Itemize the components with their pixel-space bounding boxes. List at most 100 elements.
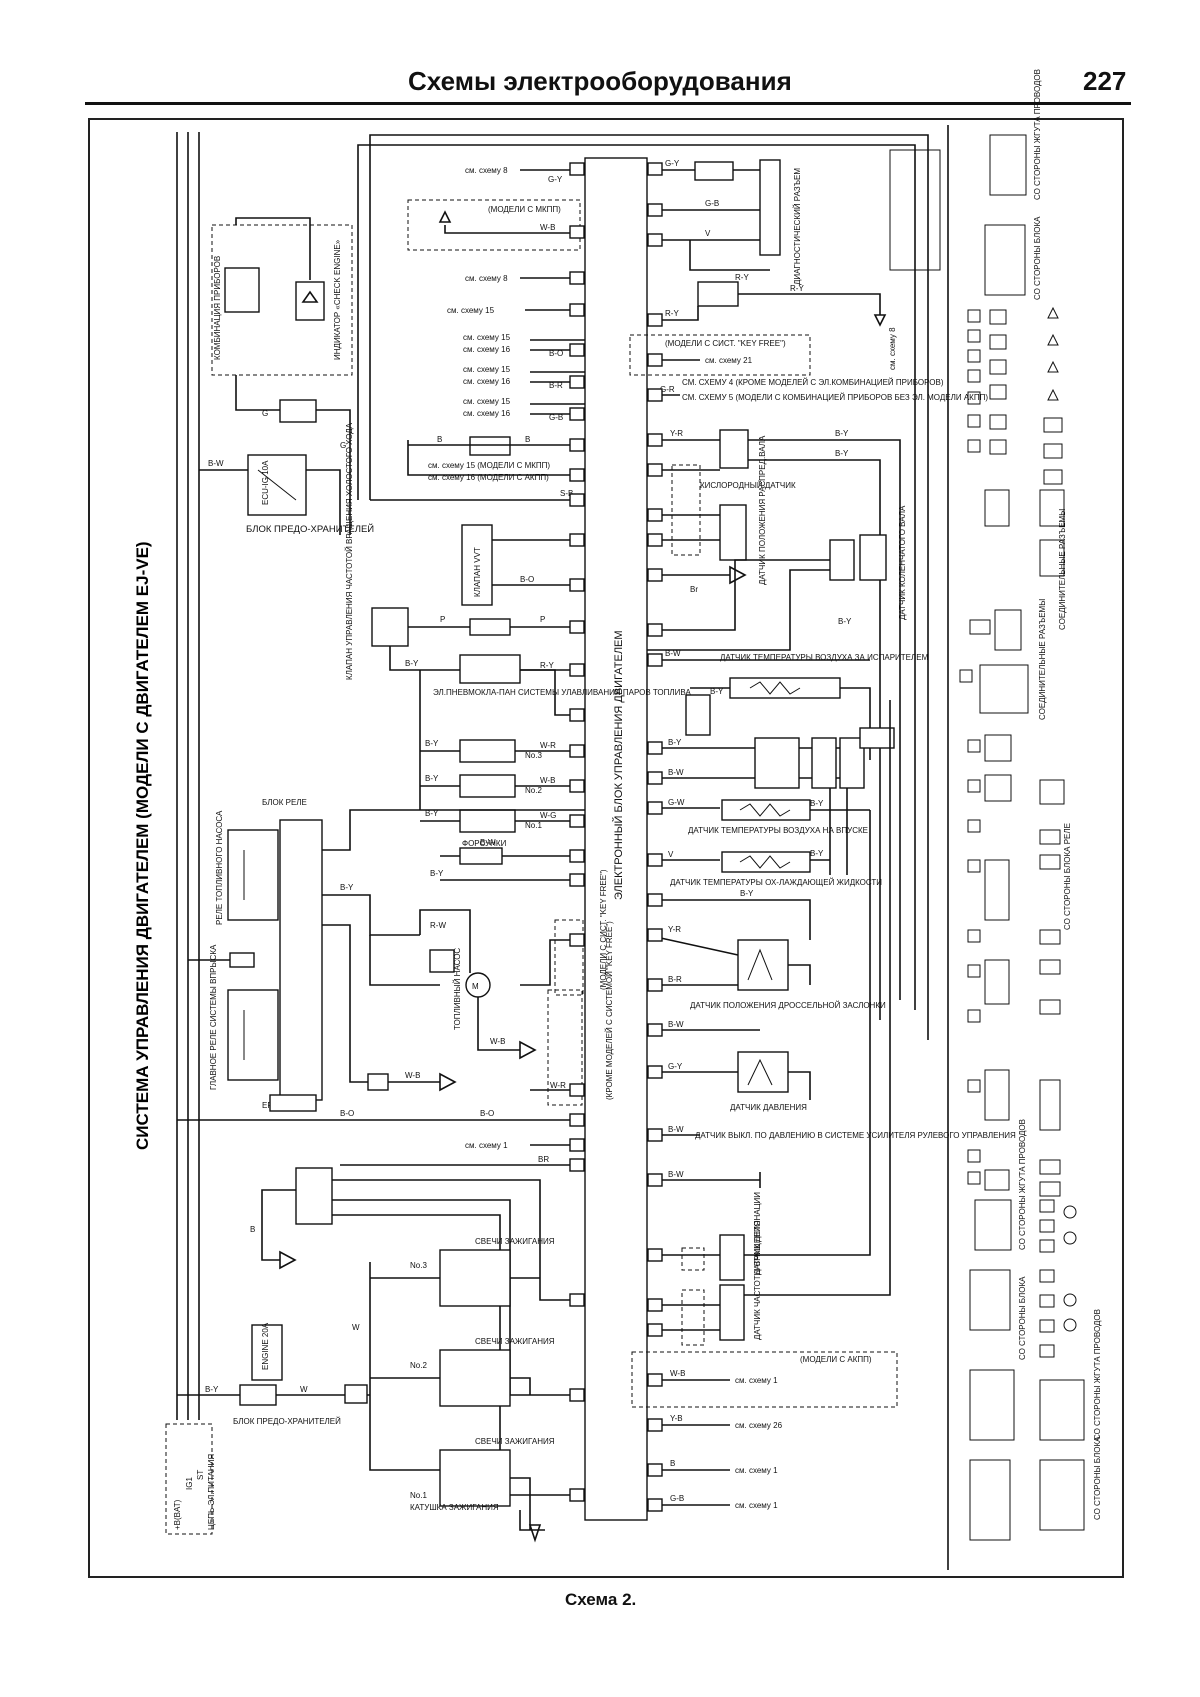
svg-text:B-Y: B-Y [405, 659, 419, 668]
ref-s15-3: см. схему 15 [463, 365, 511, 374]
legend-ecu-3: СО СТОРОНЫ БЛОКА [1093, 1436, 1102, 1520]
crank-sensor: B-Y ДАТЧИК КОЛЕНЧАТОГО ВАЛА [647, 505, 907, 651]
evap-temp-sensor: B-W ДАТЧИК ТЕМПЕРАТУРЫ ВОЗДУХА ЗА ИСПАРИ… [647, 649, 929, 760]
ref-s1-mid: см. схему 1 [465, 1141, 508, 1150]
fuse-1-label: ECU-IG 10A [261, 460, 270, 505]
fuse-block-2: ENGINE 20A B-Y W БЛОК ПРЕДО-ХРАНИТЕЛЕЙ [177, 1322, 370, 1426]
ref-s16-at: см. схему 16 (МОДЕЛИ С АКПП) [428, 473, 549, 482]
ps-switch-label: ДАТЧИК ВЫКЛ. ПО ДАВЛЕНИЮ В СИСТЕМЕ УСИЛИ… [695, 1131, 1016, 1140]
svg-text:B-Y: B-Y [425, 774, 439, 783]
ecu-block: ЭЛЕКТРОННЫЙ БЛОК УПРАВЛЕНИЯ ДВИГАТЕЛЕМ [584, 157, 648, 1521]
svg-text:B-W: B-W [668, 768, 684, 777]
svg-text:B-O: B-O [520, 575, 534, 584]
models-mt-label: (МОДЕЛИ С МКПП) [488, 205, 561, 214]
svg-text:B-Y: B-Y [810, 849, 824, 858]
svg-text:B-Y: B-Y [340, 883, 354, 892]
main-relay-label: ГЛАВНОЕ РЕЛЕ СИСТЕМЫ ВПРЫСКА [209, 944, 218, 1090]
svg-text:P: P [440, 615, 445, 624]
svg-text:V: V [668, 850, 674, 859]
mid-left-ecu-wires: B-W B-Y W-R см. схему 1 BR (КРОМЕ МОДЕЛЕ… [340, 838, 614, 1166]
svg-text:B-Y: B-Y [425, 739, 439, 748]
svg-text:P: P [540, 615, 545, 624]
ref-s15-mt: см. схему 15 (МОДЕЛИ С МКПП) [428, 461, 550, 470]
pressure-sensor: B-W G-Y ДАТЧИК ДАВЛЕНИЯ [647, 1020, 811, 1112]
ref-s8-right: см. схему 8 [888, 327, 897, 370]
no-keyfree-models: (КРОМЕ МОДЕЛЕЙ С СИСТЕМОЙ "KEY FREE") [605, 921, 614, 1100]
ps-switch: B-W ДАТЧИК ВЫКЛ. ПО ДАВЛЕНИЮ В СИСТЕМЕ У… [647, 1125, 1016, 1188]
ref-s1-c: см. схему 1 [735, 1501, 778, 1510]
svg-text:G-R: G-R [660, 385, 675, 394]
svg-text:W-B: W-B [540, 223, 555, 232]
svg-text:Y-R: Y-R [668, 925, 681, 934]
bus-b-label: +B(BAT) [173, 1499, 182, 1530]
svg-text:B-Y: B-Y [430, 869, 444, 878]
svg-text:W-R: W-R [550, 1081, 566, 1090]
connector-legend: СО СТОРОНЫ ЖГУТА ПРОВОДОВ СО СТОРОНЫ БЛО… [959, 69, 1102, 1541]
ref-s26: см. схему 26 [735, 1421, 783, 1430]
svg-text:R-Y: R-Y [790, 284, 804, 293]
svg-text:V: V [705, 229, 711, 238]
ref-s8-2: см. схему 8 [465, 274, 508, 283]
svg-text:B-R: B-R [549, 381, 563, 390]
diagram-title: СИСТЕМА УПРАВЛЕНИЯ ДВИГАТЕЛЕМ (МОДЕЛИ С … [133, 541, 152, 1150]
svg-text:B-Y: B-Y [835, 449, 849, 458]
svg-text:R-Y: R-Y [735, 273, 749, 282]
figure-caption: Схема 2. [565, 1590, 637, 1609]
cam-sensor: ДАТЧИК ПОЛОЖЕНИЯ РАСПРЕД.ВАЛА Br [647, 435, 767, 594]
bottom-right-refs: (МОДЕЛИ С АКПП) W-B см. схему 1 Y-B см. … [631, 1351, 898, 1510]
svg-text:B-O: B-O [340, 1109, 354, 1118]
svg-text:B-Y: B-Y [710, 687, 724, 696]
cam-sensor-label: ДАТЧИК ПОЛОЖЕНИЯ РАСПРЕД.ВАЛА [758, 435, 767, 585]
injector-no2: No.2 [525, 786, 542, 795]
injectors: No.3 W-R No.2 W-B No.1 W-G ФОРСУНКИ B-Y … [419, 670, 585, 848]
coolant-temp-label: ДАТЧИК ТЕМПЕРАТУРЫ ОХ-ЛАЖДАЮЩЕЙ ЖИДКОСТИ [670, 878, 882, 887]
fuse-block-1-label: БЛОК ПРЕДО-ХРАНИТЕЛЕЙ [246, 523, 374, 535]
bus-ig-label: IG1 [185, 1477, 194, 1490]
bus-st-label: ST [196, 1470, 205, 1480]
svg-text:B-W: B-W [668, 1170, 684, 1179]
svg-text:B-W: B-W [668, 1020, 684, 1029]
ecu-left-top-refs: см. схему 8 G-Y (МОДЕЛИ С МКПП) W-B см. … [407, 166, 585, 422]
ref-s16-3: см. схему 16 [463, 377, 511, 386]
page-number: 227 [1083, 66, 1127, 96]
svg-text:W-B: W-B [670, 1369, 685, 1378]
evap-valve-label: ЭЛ.ПНЕВМОКЛА-ПАН СИСТЕМЫ УЛАВЛИВАНИЯ ПАР… [433, 688, 691, 697]
keyfree-models-2: (МОДЕЛИ С СИСТ. "KEY FREE") [665, 339, 786, 348]
ref-s15-1: см. схему 15 [447, 306, 495, 315]
knock-sensor: ДАТЧИК ДЕТОНАЦИИ [647, 810, 871, 1281]
relay-block: БЛОК РЕЛЕ РЕЛЕ ТОПЛИВНОГО НАСОСА ГЛАВНОЕ… [177, 798, 585, 1121]
svg-text:BR: BR [538, 1155, 549, 1164]
spark-plugs-2: СВЕЧИ ЗАЖИГАНИЯ [475, 1337, 555, 1346]
svg-text:G-B: G-B [670, 1494, 684, 1503]
svg-text:B: B [525, 435, 530, 444]
svg-text:B-Y: B-Y [838, 617, 852, 626]
evap-temp-label: ДАТЧИК ТЕМПЕРАТУРЫ ВОЗДУХА ЗА ИСПАРИТЕЛЕ… [720, 653, 929, 662]
note-scheme4: СМ. СХЕМУ 4 (КРОМЕ МОДЕЛЕЙ С ЭЛ.КОМБИНАЦ… [682, 378, 944, 387]
idle-valve-label: КЛАПАН УПРАВЛЕНИЯ ЧАСТОТОЙ ВРАЩЕНИЯ ХОЛО… [345, 422, 354, 680]
svg-text:B: B [670, 1459, 675, 1468]
ecu-label: ЭЛЕКТРОННЫЙ БЛОК УПРАВЛЕНИЯ ДВИГАТЕЛЕМ [612, 630, 625, 900]
svg-text:G-Y: G-Y [668, 1062, 683, 1071]
injectors-label: ФОРСУНКИ [462, 839, 507, 848]
svg-text:R-W: R-W [430, 921, 446, 930]
ref-s1-b: см. схему 1 [735, 1466, 778, 1475]
relay-block-label: БЛОК РЕЛЕ [262, 798, 307, 807]
svg-text:B-Y: B-Y [205, 1385, 219, 1394]
svg-text:G-Y: G-Y [665, 159, 680, 168]
svg-text:W-R: W-R [540, 741, 556, 750]
ref-s1-a: см. схему 1 [735, 1376, 778, 1385]
intake-temp-label: ДАТЧИК ТЕМПЕРАТУРЫ ВОЗДУХА НА ВПУСКЕ [688, 826, 868, 835]
fuse-block-1: ECU-IG 10A B-W БЛОК ПРЕДО-ХРАНИТЕЛЕЙ [199, 454, 374, 535]
engine-fuse-label: ENGINE 20A [261, 1322, 270, 1370]
vvt-valve-label: КЛАПАН VVT [473, 547, 482, 597]
diag-connector-label: ДИАГНОСТИЧЕСКИЙ РАЗЪЕМ [793, 168, 802, 285]
keyfree-models-1: (МОДЕЛИ С СИСТ. "KEY FREE") [599, 869, 608, 990]
svg-text:B-O: B-O [549, 349, 563, 358]
legend-ecu-1: СО СТОРОНЫ БЛОКА [1033, 216, 1042, 300]
pressure-sensor-label: ДАТЧИК ДАВЛЕНИЯ [730, 1103, 807, 1112]
svg-text:B-Y: B-Y [425, 809, 439, 818]
upper-loops [357, 134, 941, 1040]
injector-no3: No.3 [525, 751, 542, 760]
fuel-pump-label: ТОПЛИВНЫЙ НАСОС [453, 948, 462, 1030]
diagram-frame [88, 118, 1124, 1578]
